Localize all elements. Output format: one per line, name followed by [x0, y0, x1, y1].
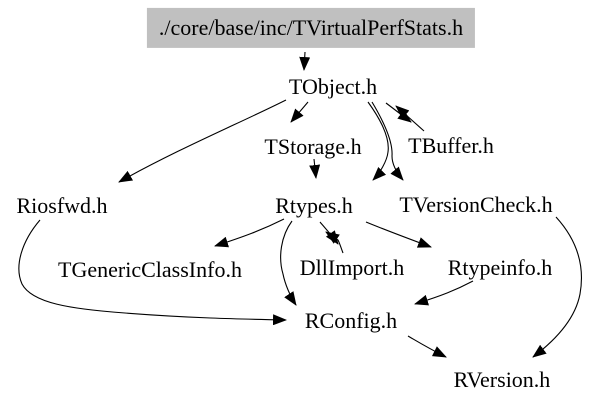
edge-tobjecth-to-tstorageh — [290, 101, 309, 123]
node-tstorage[interactable]: TStorage.h — [264, 133, 362, 159]
edge-rtypesh-to-tgenericclassinfoh — [214, 218, 285, 248]
node-rtypes[interactable]: Rtypes.h — [275, 192, 353, 218]
edge-tstorageh-to-rtypesh — [309, 158, 321, 179]
edge-rtypeinfoh-to-rconfigh — [414, 280, 474, 306]
node-dllimport[interactable]: DllImport.h — [299, 254, 405, 280]
edge-tobjecth-to-riosfwdh — [118, 99, 287, 183]
edge-tobjecth-to-tversioncheckh — [371, 101, 404, 181]
edge-tobjecth-to-tbufferh — [385, 102, 412, 123]
edge-dllimporth-to-rtypesh — [325, 231, 344, 254]
node-rversion[interactable]: RVersion.h — [453, 366, 551, 392]
edge-corebaseinctvirtualperfstatsh-to-tobjecth — [299, 51, 311, 71]
node-tobject[interactable]: TObject.h — [288, 73, 378, 99]
edge-tobjecth-to-rtypesh — [367, 101, 389, 181]
node-tgenericclassinfo[interactable]: TGenericClassInfo.h — [58, 256, 242, 282]
node-rtypeinfo[interactable]: Rtypeinfo.h — [447, 254, 553, 280]
edge-rtypesh-to-dllimporth — [319, 221, 339, 245]
edge-rconfigh-to-rversionh — [407, 335, 447, 358]
node-rconfig[interactable]: RConfig.h — [304, 307, 398, 333]
edge-rtypesh-to-rconfigh — [280, 220, 297, 306]
edge-riosfwdh-to-rconfigh — [18, 219, 287, 326]
edge-tversioncheckh-to-rversionh — [532, 216, 582, 358]
node-tvirtualperfstats-root: ./core/base/inc/TVirtualPerfStats.h — [146, 7, 476, 49]
node-riosfwd[interactable]: Riosfwd.h — [16, 192, 108, 218]
node-tbuffer[interactable]: TBuffer.h — [408, 132, 494, 158]
edge-tbufferh-to-tobjecth — [395, 105, 425, 132]
edge-rtypesh-to-rtypeinfoh — [365, 221, 432, 248]
node-tversioncheck[interactable]: TVersionCheck.h — [399, 191, 553, 217]
